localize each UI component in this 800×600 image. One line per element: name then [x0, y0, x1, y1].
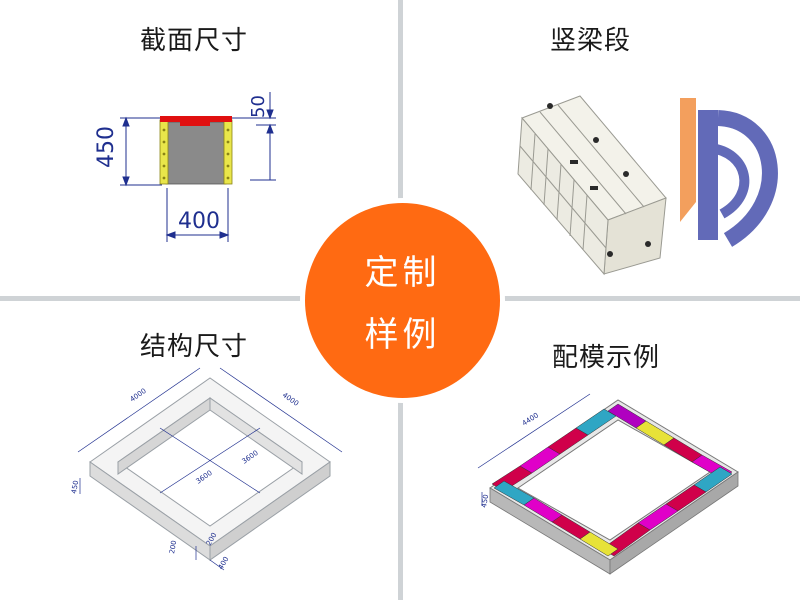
top-thickness-label: 50 — [248, 95, 269, 118]
width-label: 400 — [178, 209, 220, 234]
height-dim-label: 450 — [70, 480, 80, 495]
assembly-height-label: 450 — [480, 494, 490, 509]
formwork-modules — [491, 403, 733, 557]
company-logo — [680, 98, 778, 247]
segment-render — [517, 95, 778, 276]
section-core — [165, 121, 227, 185]
badge-line-1: 定制 — [364, 253, 441, 293]
vertical-beam-segment-title: 竖梁段 — [550, 26, 632, 56]
side-a-label: 4000 — [129, 387, 148, 404]
side-b-label: 4000 — [281, 391, 300, 408]
badge-line-2: 样例 — [364, 315, 441, 355]
section-size-title: 截面尺寸 — [140, 26, 249, 56]
wall-c-label: 400 — [217, 555, 231, 571]
top-cap — [160, 116, 232, 122]
section-drawing: 450 50 400 — [94, 92, 276, 242]
height-label: 450 — [94, 126, 119, 168]
structure-drawing: 4000 4000 3600 3600 450 200 200 400 — [70, 367, 343, 571]
wall-a-label: 200 — [168, 540, 178, 555]
custom-sample-badge: 定制 样例 — [305, 203, 500, 398]
length-label: 4400 — [521, 411, 540, 427]
formwork-example-title: 配模示例 — [552, 343, 661, 373]
assembly-drawing: 4400 450 — [477, 393, 739, 575]
structure-size-title: 结构尺寸 — [140, 332, 249, 362]
